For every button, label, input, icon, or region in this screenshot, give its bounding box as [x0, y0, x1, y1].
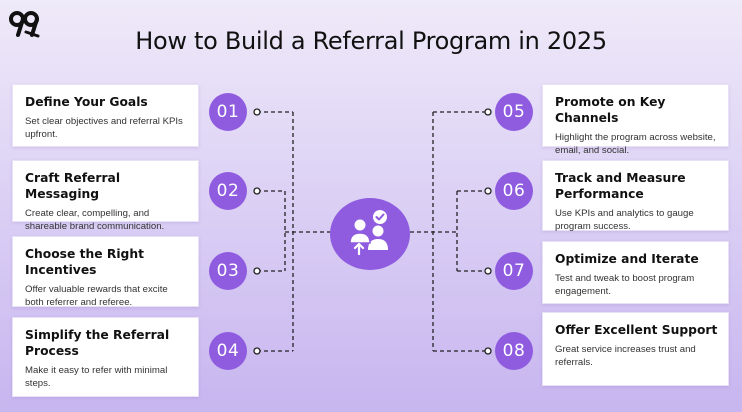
- step-description: Make it easy to refer with minimal steps…: [25, 365, 168, 389]
- page-title: How to Build a Referral Program in 2025: [135, 27, 607, 55]
- referral-people-icon: [349, 210, 388, 256]
- step-card-03: Choose the Right Incentives Offer valuab…: [12, 236, 199, 308]
- step-title: Craft Referral Messaging: [25, 171, 121, 201]
- step-description: Create clear, compelling, and shareable …: [25, 208, 165, 232]
- step-title: Choose the Right Incentives: [25, 247, 144, 277]
- step-description: Offer valuable rewards that excite both …: [25, 284, 168, 308]
- step-number-01: 01: [209, 93, 247, 131]
- step-number-04: 04: [209, 332, 247, 370]
- step-number-08: 08: [495, 332, 533, 370]
- step-number-07: 07: [495, 252, 533, 290]
- step-number-02: 02: [209, 172, 247, 210]
- step-card-08: Offer Excellent Support Great service in…: [542, 312, 729, 386]
- step-card-06: Track and Measure Performance Use KPIs a…: [542, 160, 729, 232]
- step-card-01: Define Your Goals Set clear objectives a…: [12, 84, 199, 147]
- step-card-02: Craft Referral Messaging Create clear, c…: [12, 160, 199, 232]
- step-number-06: 06: [495, 172, 533, 210]
- step-title: Simplify the Referral Process: [25, 328, 170, 358]
- step-description: Use KPIs and analytics to gauge program …: [555, 208, 694, 232]
- step-title: Promote on Key Channels: [555, 95, 666, 125]
- step-description: Great service increases trust and referr…: [555, 344, 696, 368]
- step-description: Test and tweak to boost program engageme…: [555, 273, 695, 297]
- step-card-05: Promote on Key Channels Highlight the pr…: [542, 84, 729, 156]
- step-title: Optimize and Iterate: [555, 252, 699, 266]
- step-number-05: 05: [495, 93, 533, 131]
- step-number-03: 03: [209, 252, 247, 290]
- step-title: Track and Measure Performance: [555, 171, 686, 201]
- step-description: Set clear objectives and referral KPIs u…: [25, 116, 183, 140]
- hub-circle: [330, 198, 410, 270]
- step-title: Offer Excellent Support: [555, 323, 718, 337]
- step-card-04: Simplify the Referral Process Make it ea…: [12, 317, 199, 397]
- step-description: Highlight the program across website, em…: [555, 132, 716, 156]
- step-title: Define Your Goals: [25, 95, 148, 109]
- brand-logo-icon: [9, 11, 40, 38]
- step-card-07: Optimize and Iterate Test and tweak to b…: [542, 241, 729, 304]
